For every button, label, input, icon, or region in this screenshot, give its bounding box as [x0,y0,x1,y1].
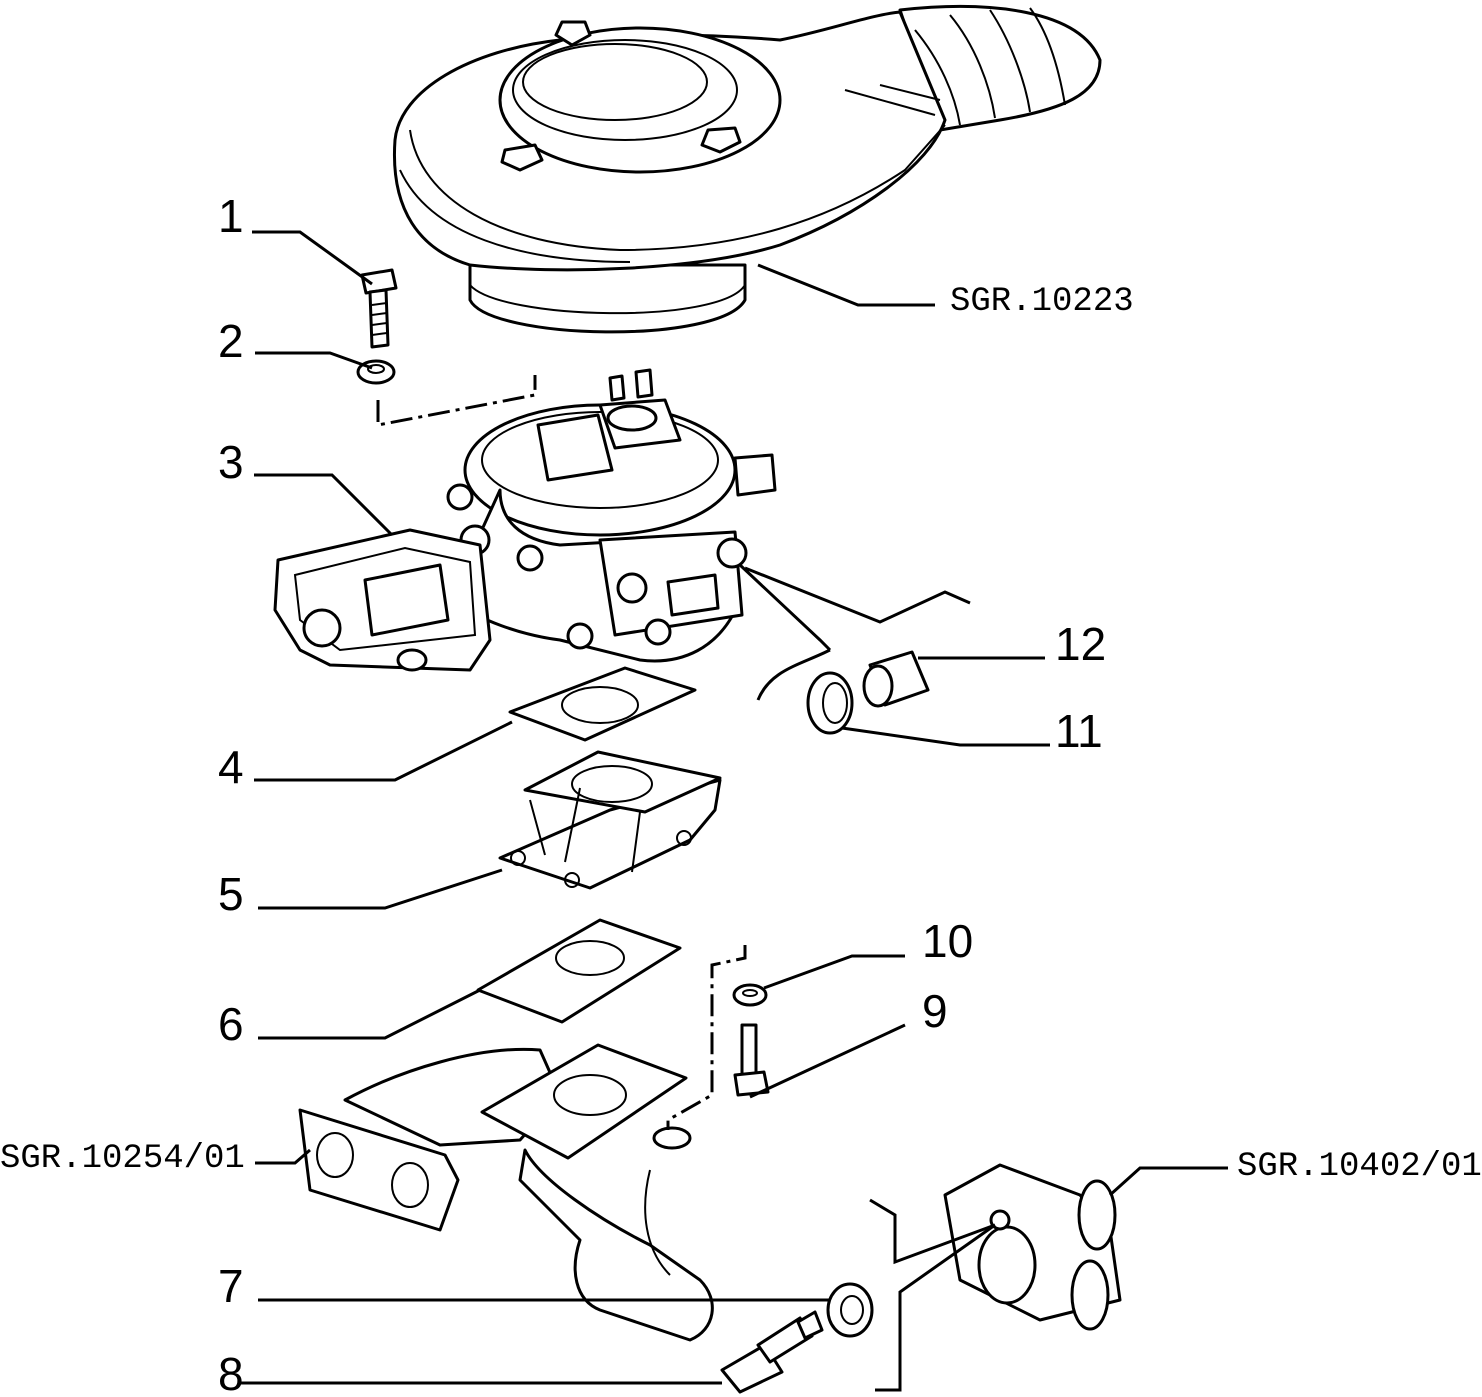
callout-8: 8 [218,1348,244,1397]
ref-thermostat: SGR.10402/01 [1237,1148,1482,1186]
wing-nut [500,20,742,172]
leader-lines [240,230,1228,1385]
air-filter-housing [392,5,1102,334]
sleeve-12 [862,650,930,708]
callout-7: 7 [218,1260,244,1312]
callout-1: 1 [218,190,244,242]
clamp-11 [806,671,854,735]
washer-10 [732,983,768,1007]
intake-manifold [298,1043,714,1342]
washer-2 [356,359,396,385]
callout-11: 11 [1055,705,1103,757]
callout-9: 9 [922,985,948,1037]
callout-3: 3 [218,436,244,488]
callout-2: 2 [218,315,244,367]
spacer-5 [498,750,722,890]
callout-4: 4 [218,741,244,793]
callout-12: 12 [1055,618,1106,670]
bolt-9 [733,1023,770,1097]
thermostat-housing [943,1163,1122,1331]
callout-5: 5 [218,868,244,920]
ref-intake-manifold: SGR.10254/01 [0,1140,245,1178]
throttle-body-3 [273,368,777,672]
gasket-4 [508,666,697,742]
washer-7 [826,1282,874,1338]
sensor-8 [720,1310,824,1394]
callout-6: 6 [218,998,244,1050]
gasket-6 [476,918,682,1024]
callout-10: 10 [922,915,973,967]
bolt-1 [360,268,398,349]
ref-air-filter: SGR.10223 [950,283,1134,321]
